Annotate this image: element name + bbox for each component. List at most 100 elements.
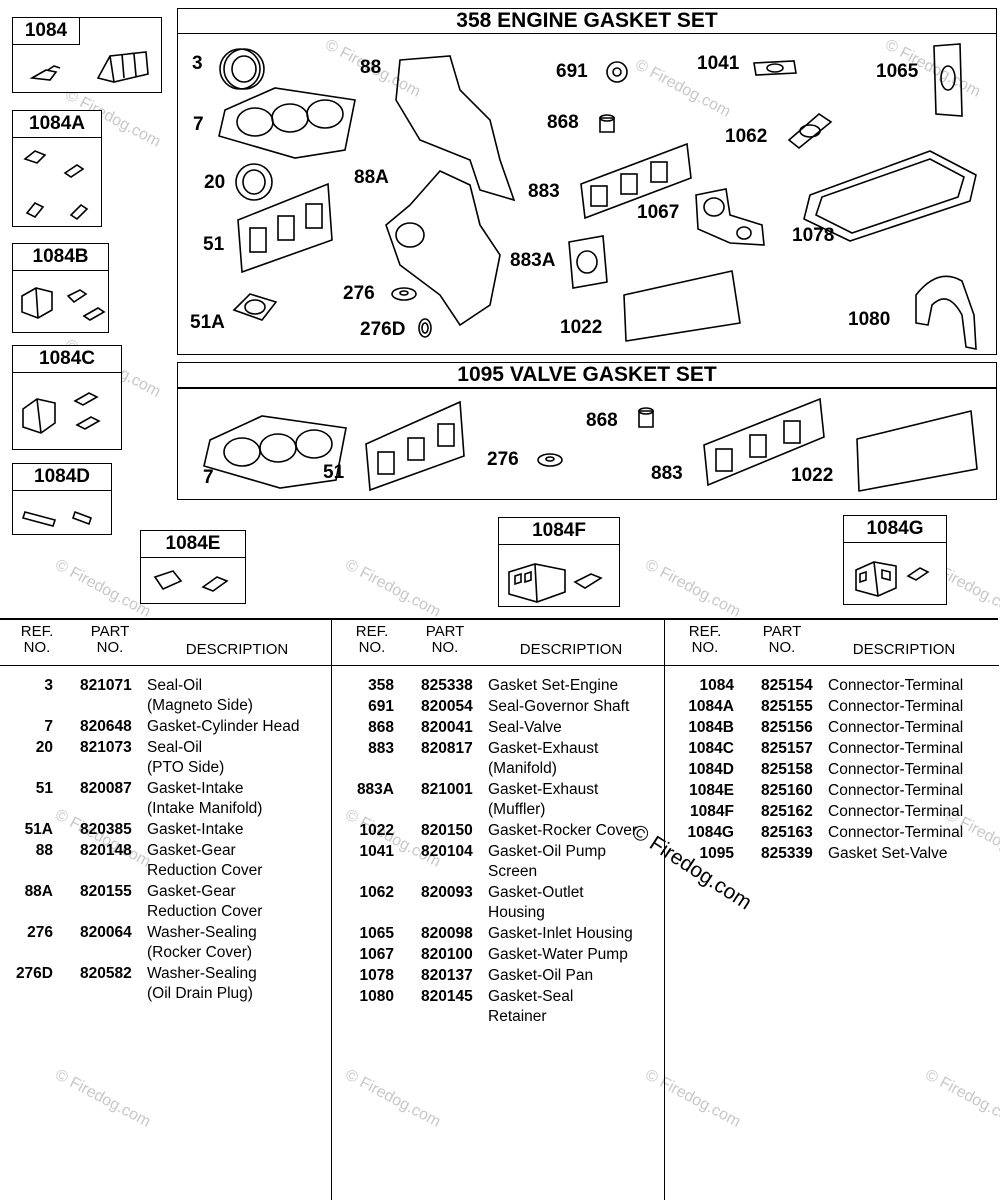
- ref-number: 1062: [359, 884, 394, 901]
- description-text: Gasket-Inlet Housing: [488, 925, 633, 942]
- connector-box-1084E: 1084E: [140, 530, 246, 604]
- part-number: 820054: [421, 698, 473, 715]
- description-text: Connector-Terminal: [828, 719, 964, 736]
- part-number: 825338: [421, 677, 473, 694]
- part-number: 820145: [421, 988, 473, 1005]
- description-text: Gasket-Gear: [147, 842, 236, 859]
- inlet-housing-gasket-1065: [933, 43, 963, 117]
- callout-1041: 1041: [697, 53, 740, 74]
- intake-gasket-51: [237, 182, 333, 274]
- connector-box-1084A: 1084A: [12, 110, 102, 227]
- part-number: 820385: [80, 821, 132, 838]
- gear-reduction-cover-gasket-88A: [385, 170, 501, 327]
- exhaust-gasket-883: [580, 142, 692, 220]
- ref-number: 276: [27, 924, 53, 941]
- ref-number: 1084C: [688, 740, 734, 757]
- part-number: 825163: [761, 824, 813, 841]
- exhaust-gasket-883-valve: [703, 397, 825, 487]
- rocker-cover-gasket-1022: [623, 270, 741, 342]
- description-text: Connector-Terminal: [828, 740, 964, 757]
- callout-691: 691: [556, 61, 588, 82]
- callout-1080: 1080: [848, 309, 891, 330]
- oil-pan-gasket-1078: [803, 150, 977, 242]
- cylinder-head-gasket-7-valve: [203, 415, 347, 489]
- ref-number: 883A: [356, 781, 394, 798]
- callout-868: 868: [586, 410, 618, 431]
- part-number: 820582: [80, 965, 132, 982]
- callout-1022: 1022: [791, 465, 834, 486]
- callout-1022: 1022: [560, 317, 603, 338]
- cylinder-head-gasket-7: [218, 87, 356, 159]
- connector-1084B-illustration: [21, 287, 106, 321]
- description-text: Seal-Valve: [488, 719, 562, 736]
- ref-number: 51: [35, 780, 53, 797]
- part-number: 825154: [761, 677, 813, 694]
- connector-label: 1084E: [141, 531, 245, 558]
- description-text: Gasket-Rocker Cover: [488, 822, 638, 839]
- callout-276: 276: [343, 283, 375, 304]
- connector-label: 1084: [13, 18, 80, 45]
- description-text: Gasket-Cylinder Head: [147, 718, 300, 735]
- description-text: Reduction Cover: [147, 862, 263, 879]
- part-number: 820041: [421, 719, 473, 736]
- connector-box-1084C: 1084C: [12, 345, 122, 450]
- washer-oil-drain-276D: [418, 318, 432, 338]
- connector-label: 1084F: [499, 518, 619, 545]
- ref-number: 1080: [359, 988, 394, 1005]
- description-text: Gasket-Intake: [147, 821, 244, 838]
- ref-number: 1022: [359, 822, 394, 839]
- washer-sealing-276-valve: [537, 453, 563, 467]
- part-number: 820100: [421, 946, 473, 963]
- part-number: 820150: [421, 822, 473, 839]
- ref-number: 20: [35, 739, 53, 756]
- connector-1084A-illustration: [23, 150, 89, 221]
- ref-header: REF.NO.: [355, 623, 389, 656]
- callout-1065: 1065: [876, 61, 919, 82]
- part-number: 820064: [80, 924, 132, 941]
- part-number: 820087: [80, 780, 132, 797]
- callout-51A: 51A: [190, 312, 225, 333]
- intake-gasket-51A: [232, 293, 278, 321]
- engine-gasket-set-panel: [177, 33, 997, 355]
- description-text: Connector-Terminal: [828, 782, 964, 799]
- callout-7: 7: [193, 114, 204, 135]
- ref-number: 883: [368, 740, 394, 757]
- callout-1078: 1078: [792, 225, 835, 246]
- callout-276: 276: [487, 449, 519, 470]
- callout-883: 883: [651, 463, 683, 484]
- connector-1084F-illustration: [508, 563, 603, 603]
- seal-valve-868: [599, 114, 615, 133]
- part-number: 820093: [421, 884, 473, 901]
- description-text: Gasket-Oil Pan: [488, 967, 594, 984]
- ref-number: 1067: [359, 946, 394, 963]
- seal-valve-868-valve: [638, 407, 654, 428]
- ref-number: 1084B: [688, 719, 734, 736]
- callout-883A: 883A: [510, 250, 556, 271]
- description-text: (Magneto Side): [147, 697, 253, 714]
- ref-number: 1065: [359, 925, 394, 942]
- valve-gasket-set-panel: [177, 388, 997, 500]
- part-number: 821073: [80, 739, 132, 756]
- description-text: Gasket-Oil Pump: [488, 843, 607, 860]
- connector-label: 1084A: [13, 111, 101, 138]
- valve-gasket-set-title: 1095 VALVE GASKET SET: [177, 362, 997, 388]
- gear-reduction-cover-gasket-88: [395, 55, 516, 202]
- ref-number: 1041: [359, 843, 394, 860]
- description-text: Seal-Governor Shaft: [488, 698, 630, 715]
- ref-number: 1078: [359, 967, 394, 984]
- callout-51: 51: [323, 462, 345, 483]
- ref-number: 358: [368, 677, 394, 694]
- description-text: Gasket-Water Pump: [488, 946, 628, 963]
- part-number: 825162: [761, 803, 813, 820]
- description-text: (Manifold): [488, 760, 557, 777]
- seal-oil-pto-20: [235, 163, 273, 201]
- description-header: DESCRIPTION: [185, 641, 289, 658]
- description-text: Washer-Sealing: [147, 924, 257, 941]
- callout-88A: 88A: [354, 167, 389, 188]
- description-text: Connector-Terminal: [828, 761, 964, 778]
- connector-1084E-illustration: [153, 570, 229, 592]
- part-number: 821071: [80, 677, 132, 694]
- seal-retainer-gasket-1080: [915, 275, 977, 350]
